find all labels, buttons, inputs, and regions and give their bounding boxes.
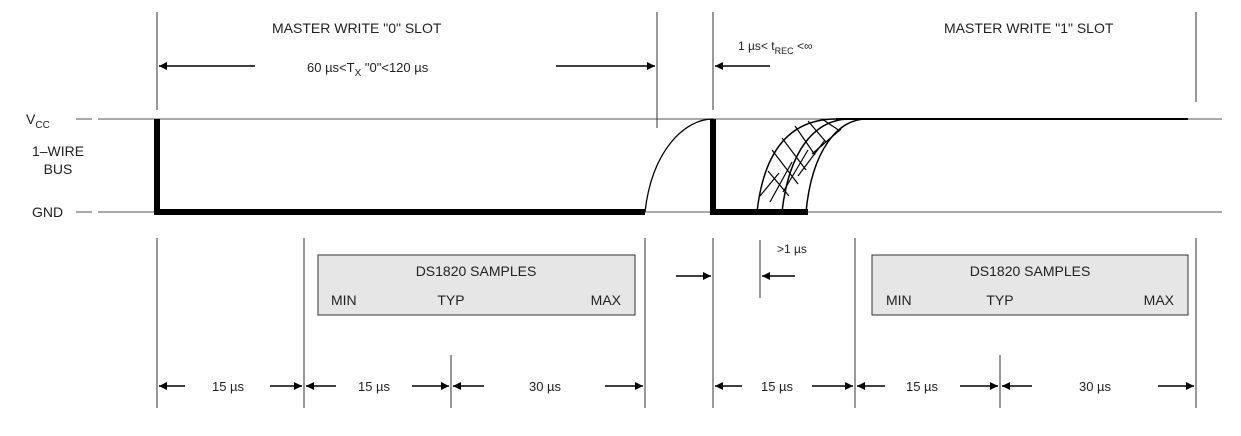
write0-slot-title: MASTER WRITE "0" SLOT bbox=[272, 20, 442, 36]
trec-label: 1 µs< tREC <∞ bbox=[738, 39, 813, 56]
interval-left-a: 15 µs bbox=[212, 379, 245, 394]
sample-box-left-max: MAX bbox=[591, 292, 622, 308]
sample-box-left: DS1820 SAMPLES MIN TYP MAX bbox=[317, 254, 636, 316]
sample-box-right-typ: TYP bbox=[986, 292, 1013, 308]
tx-range-label: 60 µs<TX "0"<120 µs bbox=[307, 60, 429, 79]
boundary-lines bbox=[156, 12, 1197, 408]
sample-box-left-typ: TYP bbox=[437, 292, 464, 308]
sample-box-left-min: MIN bbox=[331, 292, 357, 308]
gt1us-label: >1 µs bbox=[777, 242, 807, 256]
gnd-label: GND bbox=[32, 204, 63, 220]
sample-box-left-title: DS1820 SAMPLES bbox=[416, 263, 537, 279]
sample-box-right-title: DS1820 SAMPLES bbox=[970, 263, 1091, 279]
bus-label-line2: BUS bbox=[44, 161, 73, 177]
interval-left-b: 15 µs bbox=[358, 379, 391, 394]
sample-box-right-min: MIN bbox=[886, 292, 912, 308]
write1-rise-early bbox=[756, 118, 837, 213]
interval-left-c: 30 µs bbox=[529, 379, 562, 394]
rise-hatch bbox=[759, 118, 842, 203]
bus-label-line1: 1–WIRE bbox=[32, 143, 84, 159]
write1-rise-late bbox=[805, 118, 867, 213]
interval-right-b: 15 µs bbox=[906, 379, 939, 394]
reference-lines bbox=[98, 118, 1222, 213]
interval-right-a: 15 µs bbox=[761, 379, 794, 394]
write1-pulse bbox=[710, 119, 808, 215]
bus-waveform bbox=[154, 118, 1188, 215]
vcc-label: VCC bbox=[26, 111, 50, 131]
sample-box-right: DS1820 SAMPLES MIN TYP MAX bbox=[871, 254, 1189, 316]
write0-recovery-curve bbox=[644, 118, 714, 213]
write0-pulse bbox=[154, 119, 645, 215]
sample-box-right-max: MAX bbox=[1144, 292, 1175, 308]
write1-slot-title: MASTER WRITE "1" SLOT bbox=[944, 20, 1114, 36]
interval-right-c: 30 µs bbox=[1079, 379, 1112, 394]
